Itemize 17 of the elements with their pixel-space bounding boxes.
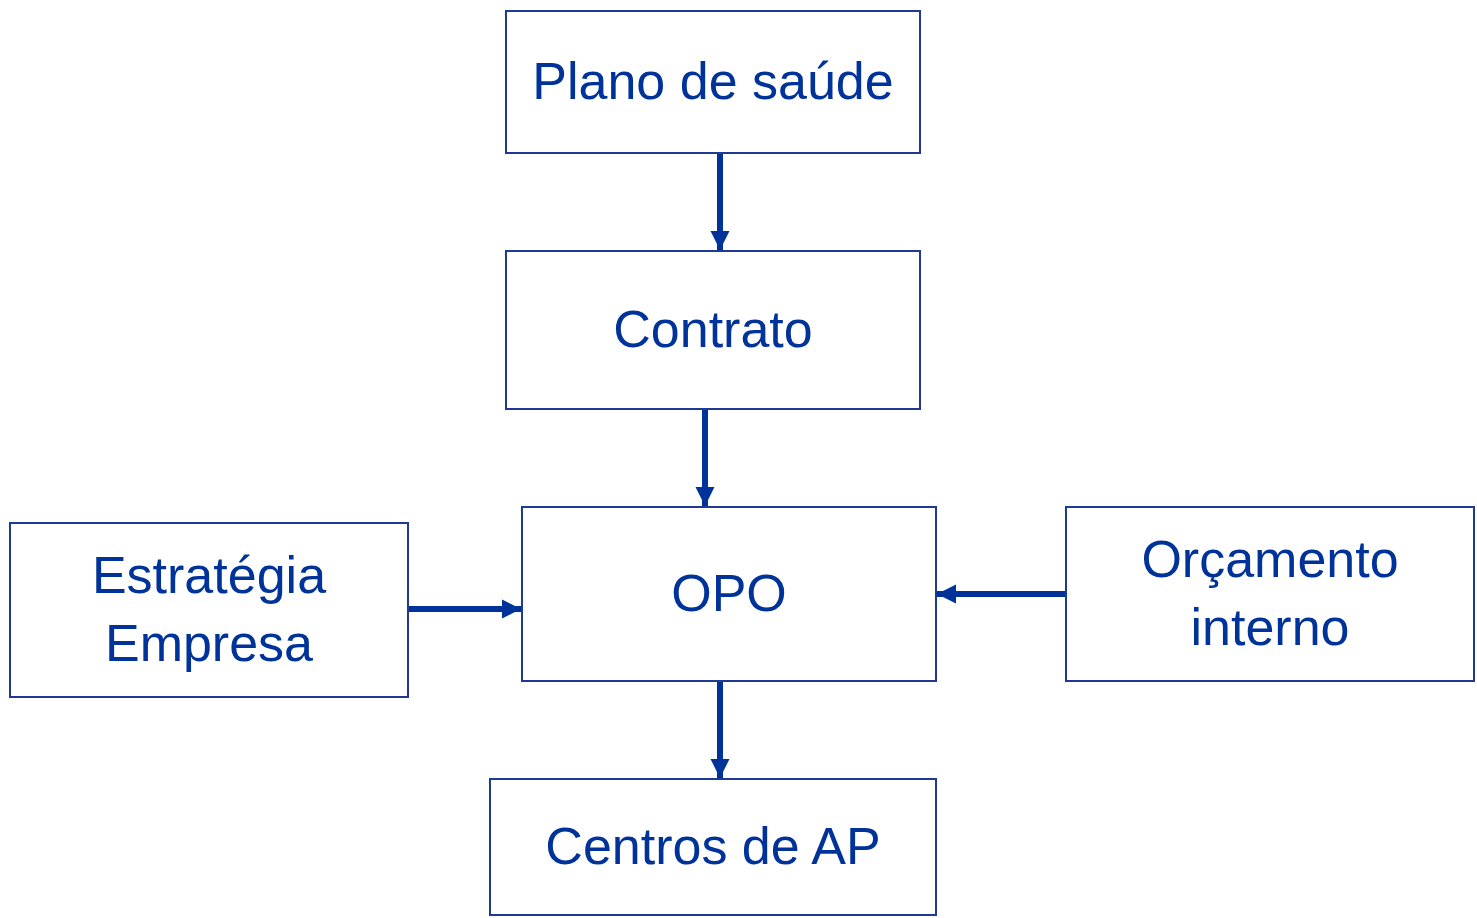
arrow xyxy=(710,682,730,778)
arrow xyxy=(710,154,730,250)
process-box xyxy=(489,778,937,916)
arrow xyxy=(937,584,1065,604)
arrow xyxy=(695,410,715,506)
process-box xyxy=(9,522,409,698)
box-label: Plano de saúde xyxy=(531,51,895,113)
box-label: Orçamento interno xyxy=(1140,529,1400,658)
process-box xyxy=(1065,506,1475,682)
process-box xyxy=(521,506,937,682)
process-box xyxy=(505,250,921,410)
box-label: Contrato xyxy=(612,299,814,361)
box-label: Estratégia Empresa xyxy=(90,545,328,674)
arrow xyxy=(409,599,521,619)
process-box xyxy=(505,10,921,154)
box-label: OPO xyxy=(670,563,788,625)
box-label: Centros de AP xyxy=(544,816,882,878)
